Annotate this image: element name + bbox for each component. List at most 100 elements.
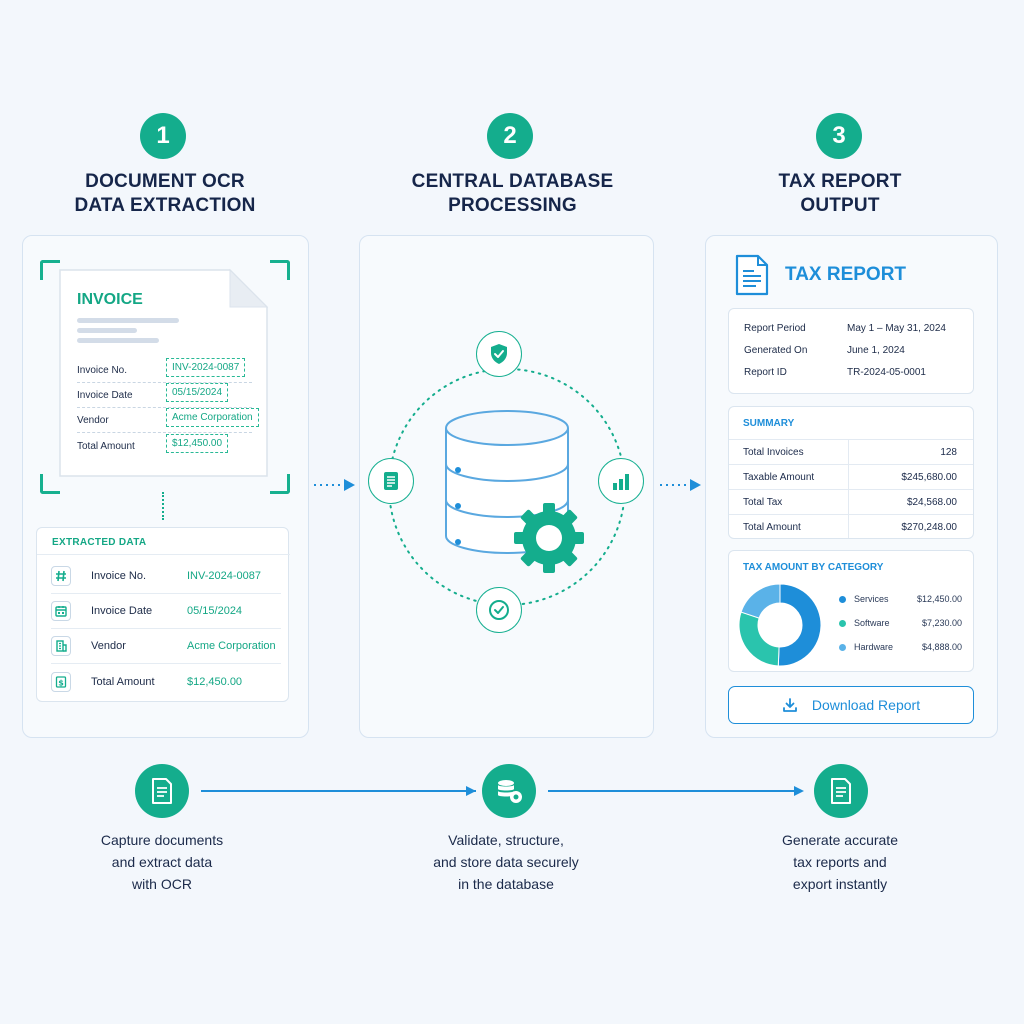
database-diagram <box>388 368 626 606</box>
extracted-label: Invoice No. <box>91 570 147 582</box>
download-report-button[interactable]: Download Report <box>728 686 974 724</box>
scan-corner-tl <box>40 260 60 280</box>
check-circle-icon <box>489 600 509 620</box>
download-label: Download Report <box>811 697 921 713</box>
extracted-list: Invoice No. INV-2024-0087 Invoice Date 0… <box>51 559 281 699</box>
invoice-field-value: $12,450.00 <box>166 434 229 453</box>
caption-line: Capture documents <box>100 832 224 848</box>
invoice-title: INVOICE <box>77 291 143 308</box>
step-2-title-line1: CENTRAL DATABASE <box>411 171 614 192</box>
invoice-field-label: Vendor <box>77 415 109 426</box>
svg-text:$: $ <box>58 678 64 687</box>
legend-name: Services <box>854 594 889 604</box>
summary-row: Taxable Amount $245,680.00 <box>729 464 973 489</box>
summary-heading: SUMMARY <box>743 417 795 429</box>
legend-name: Software <box>854 618 890 628</box>
legend-value: $12,450.00 <box>916 594 962 604</box>
document-icon <box>152 778 172 804</box>
building-icon <box>51 636 71 656</box>
caption-line: and store data securely <box>433 854 579 870</box>
bottom-arrowhead-2 <box>794 786 804 796</box>
caption-line: in the database <box>458 876 554 892</box>
extracted-row: Vendor Acme Corporation <box>51 629 281 664</box>
summary-label: Total Amount <box>729 515 849 538</box>
scan-corner-tr <box>270 260 290 280</box>
step-1-title: DOCUMENT OCR DATA EXTRACTION <box>40 170 290 218</box>
step-1-badge: 1 <box>140 113 186 159</box>
legend-item: Software$7,230.00 <box>839 611 962 635</box>
legend-item: Services $12,450.00 <box>839 587 962 611</box>
database-panel <box>359 235 654 738</box>
step-3-badge: 3 <box>816 113 862 159</box>
ocr-panel: INVOICE Invoice No. INV-2024-0087 Invoic… <box>22 235 309 738</box>
security-node <box>476 331 522 377</box>
dotted-connector <box>162 492 164 520</box>
legend-dot <box>839 595 846 603</box>
tax-report-panel: TAX REPORT Report Period May 1 – May 31, … <box>705 235 998 738</box>
category-legend: Services $12,450.00 Software$7,230.00 Har… <box>839 587 962 659</box>
document-icon <box>384 472 398 490</box>
extracted-data-heading: EXTRACTED DATA <box>52 537 147 548</box>
legend-value: $4,888.00 <box>921 642 962 652</box>
step-3-title: TAX REPORT OUTPUT <box>715 170 965 218</box>
flow-arrow-1 <box>314 479 355 491</box>
process-caption: Validate, structure, and store data secu… <box>406 829 606 895</box>
legend-name: Hardware <box>854 642 894 652</box>
invoice-field-label: Invoice No. <box>77 365 128 376</box>
extracted-value: INV-2024-0087 <box>187 570 261 582</box>
invoice-document: INVOICE Invoice No. INV-2024-0087 Invoic… <box>58 268 269 478</box>
capture-step-badge <box>135 764 189 818</box>
shield-check-icon <box>491 344 507 364</box>
divider <box>37 554 290 555</box>
invoice-field-value: 05/15/2024 <box>166 383 229 402</box>
meta-value: June 1, 2024 <box>847 344 905 356</box>
extracted-label: Invoice Date <box>91 605 153 617</box>
meta-label: Report Period <box>744 322 806 334</box>
step-2-badge: 2 <box>487 113 533 159</box>
summary-value: $270,248.00 <box>901 521 957 533</box>
divider <box>77 432 252 433</box>
invoice-field-value: Acme Corporation <box>166 408 259 427</box>
database-gear-icon <box>498 780 522 803</box>
extracted-data-card: EXTRACTED DATA Invoice No. INV-2024-0087… <box>36 527 290 702</box>
caption-line: tax reports and <box>793 854 887 870</box>
category-heading: TAX AMOUNT BY CATEGORY <box>743 562 884 573</box>
extracted-row: Invoice No. INV-2024-0087 <box>51 559 281 594</box>
report-caption: Generate accurate tax reports and export… <box>740 829 940 895</box>
bottom-connector-1 <box>201 790 476 792</box>
flow-arrow-2 <box>660 479 701 491</box>
summary-label: Taxable Amount <box>729 465 849 489</box>
divider <box>77 407 252 408</box>
meta-value: TR-2024-05-0001 <box>847 366 926 378</box>
caption-line: export instantly <box>792 876 888 892</box>
calendar-icon <box>51 601 71 621</box>
tax-report-title: TAX REPORT <box>785 264 907 285</box>
donut-slice-services <box>777 583 822 667</box>
category-donut-chart <box>738 583 822 667</box>
summary-row: Total Tax$24,568.00 <box>729 489 973 514</box>
invoice-field-value: INV-2024-0087 <box>166 358 246 377</box>
extracted-row: $ Total Amount $12,450.00 <box>51 664 281 699</box>
extracted-value: $12,450.00 <box>187 675 243 688</box>
process-step-badge <box>482 764 536 818</box>
scan-corner-bl <box>40 474 60 494</box>
summary-label: Total Invoices <box>729 440 849 464</box>
report-icon <box>831 778 851 804</box>
step-3-title-line2: OUTPUT <box>800 195 880 216</box>
extracted-row: Invoice Date 05/15/2024 <box>51 594 281 629</box>
extracted-value: 05/15/2024 <box>187 605 243 617</box>
scan-corner-br <box>270 474 290 494</box>
legend-dot <box>839 619 846 627</box>
document-node <box>368 458 414 504</box>
summary-label: Total Tax <box>729 490 849 514</box>
divider <box>77 382 252 383</box>
step-1-title-line2: DATA EXTRACTION <box>74 195 256 216</box>
dollar-icon: $ <box>51 671 71 692</box>
meta-value: May 1 – May 31, 2024 <box>847 322 946 334</box>
step-2-title: CENTRAL DATABASE PROCESSING <box>380 170 645 218</box>
summary-value: $245,680.00 <box>901 471 957 483</box>
step-2-title-line2: PROCESSING <box>448 195 577 216</box>
